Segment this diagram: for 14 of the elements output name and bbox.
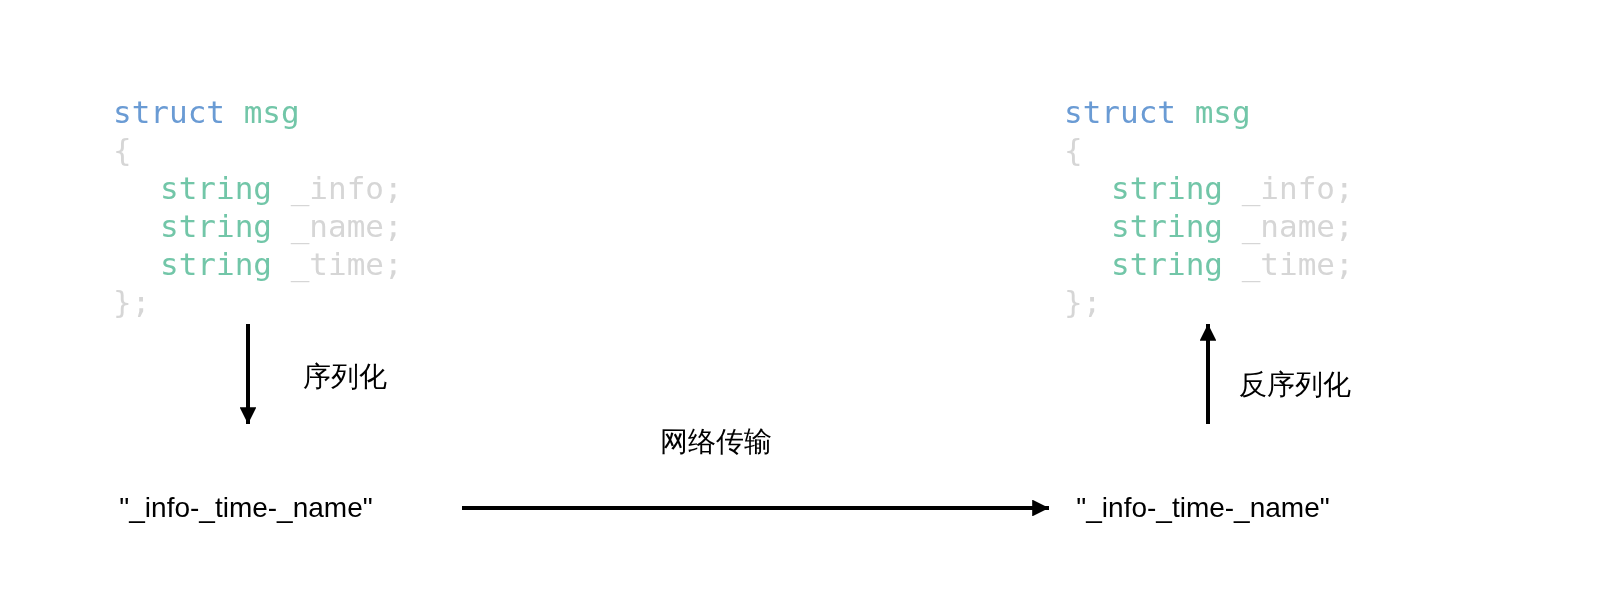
serialized-string: "_info-_time-_name" bbox=[86, 424, 406, 524]
edge-label: 反序列化 bbox=[1239, 367, 1351, 403]
code-line: }; bbox=[113, 283, 151, 321]
arrow bbox=[462, 499, 1049, 517]
arrow bbox=[239, 324, 257, 424]
serialized-string: "_info-_time-_name" bbox=[1043, 424, 1363, 524]
edge-label: 网络传输 bbox=[660, 424, 772, 460]
code-line: { bbox=[113, 131, 132, 169]
edge-label: 序列化 bbox=[303, 359, 387, 395]
code-line: struct msg bbox=[113, 93, 300, 131]
code-line: struct msg bbox=[1064, 93, 1251, 131]
code-line: }; bbox=[1064, 283, 1102, 321]
code-line: { bbox=[1064, 131, 1083, 169]
arrow bbox=[1199, 324, 1217, 424]
